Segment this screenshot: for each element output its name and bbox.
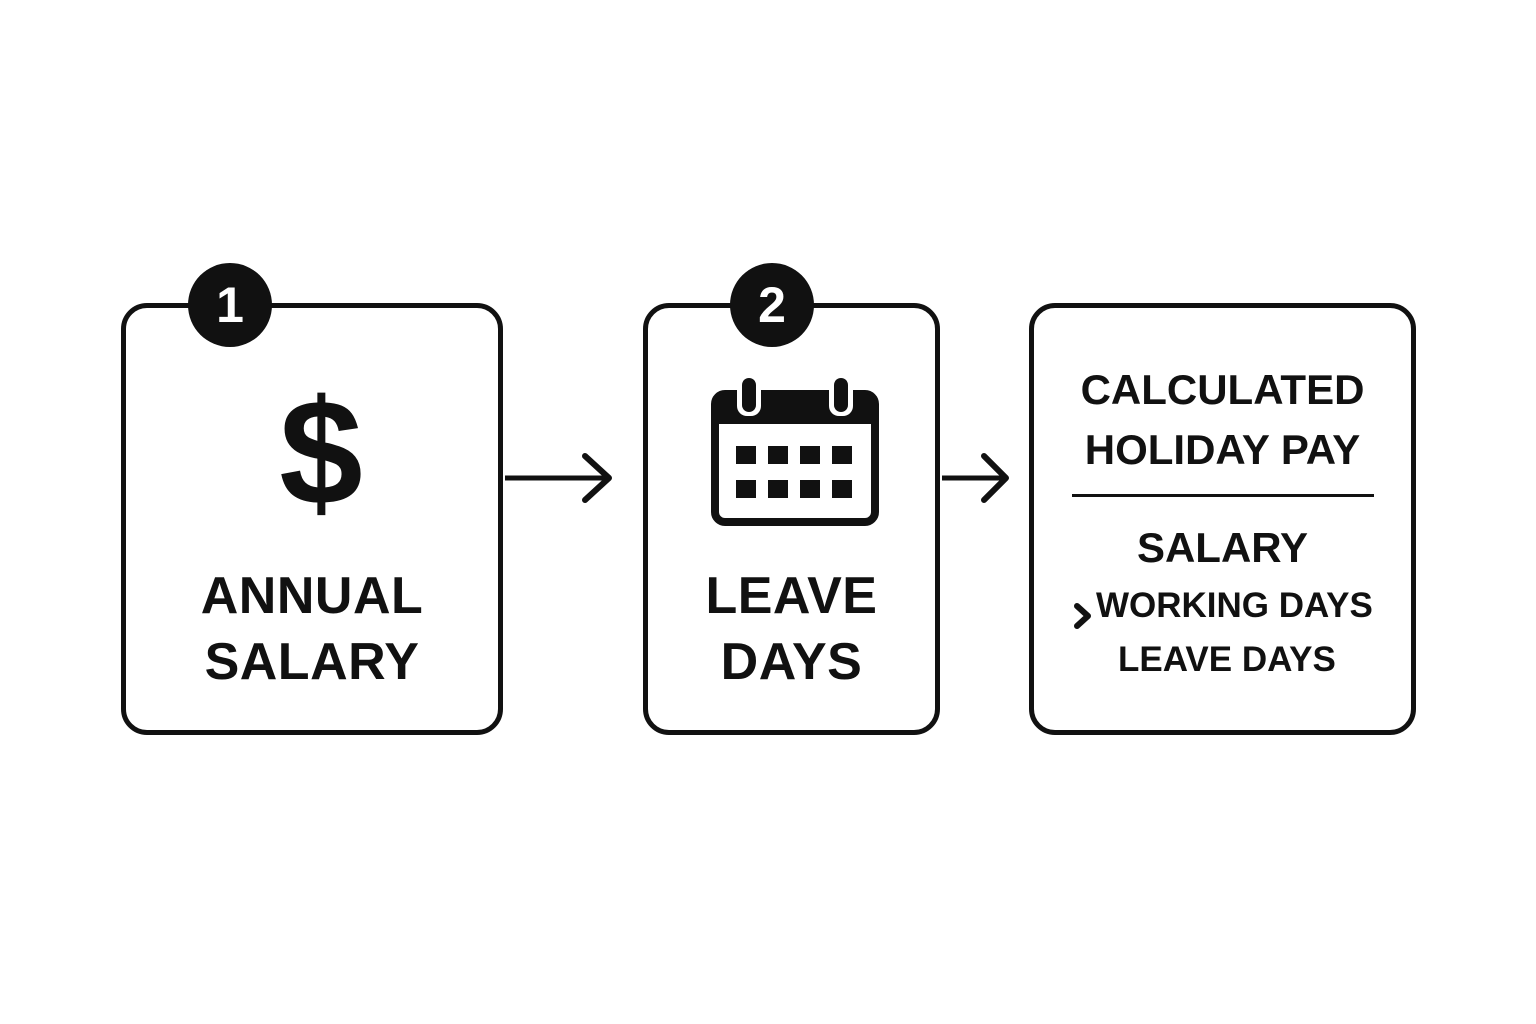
dollar-icon: $ xyxy=(266,368,376,536)
calendar-icon xyxy=(710,376,880,528)
result-card-holiday-pay: CALCULATED HOLIDAY PAY SALARY WORKING DA… xyxy=(1029,303,1416,735)
step-label-line: SALARY xyxy=(204,633,420,691)
step-label: ANNUAL SALARY xyxy=(126,563,498,695)
formula-working-days: WORKING DAYS xyxy=(1096,586,1373,625)
result-title: CALCULATED HOLIDAY PAY xyxy=(1034,360,1411,480)
divider xyxy=(1072,494,1374,497)
step-card-leave-days: 2 LEAVE DAYS xyxy=(643,263,940,735)
arrow-right-icon xyxy=(939,448,1014,508)
step-label-line: ANNUAL xyxy=(200,567,424,625)
result-title-line: HOLIDAY PAY xyxy=(1084,426,1361,473)
result-title-line: CALCULATED xyxy=(1080,366,1365,413)
formula-leave-days: LEAVE DAYS xyxy=(1118,640,1336,679)
step-number-badge: 2 xyxy=(730,263,814,347)
step-card-annual-salary: 1 $ ANNUAL SALARY xyxy=(121,263,503,735)
arrow-right-icon xyxy=(502,448,617,508)
step-number-badge: 1 xyxy=(188,263,272,347)
step-label-line: LEAVE xyxy=(705,567,878,625)
formula-salary: SALARY xyxy=(1136,524,1309,571)
chevron-right-icon xyxy=(1072,598,1094,634)
step-label-line: DAYS xyxy=(720,633,863,691)
step-label: LEAVE DAYS xyxy=(648,563,935,695)
svg-text:$: $ xyxy=(279,376,362,526)
